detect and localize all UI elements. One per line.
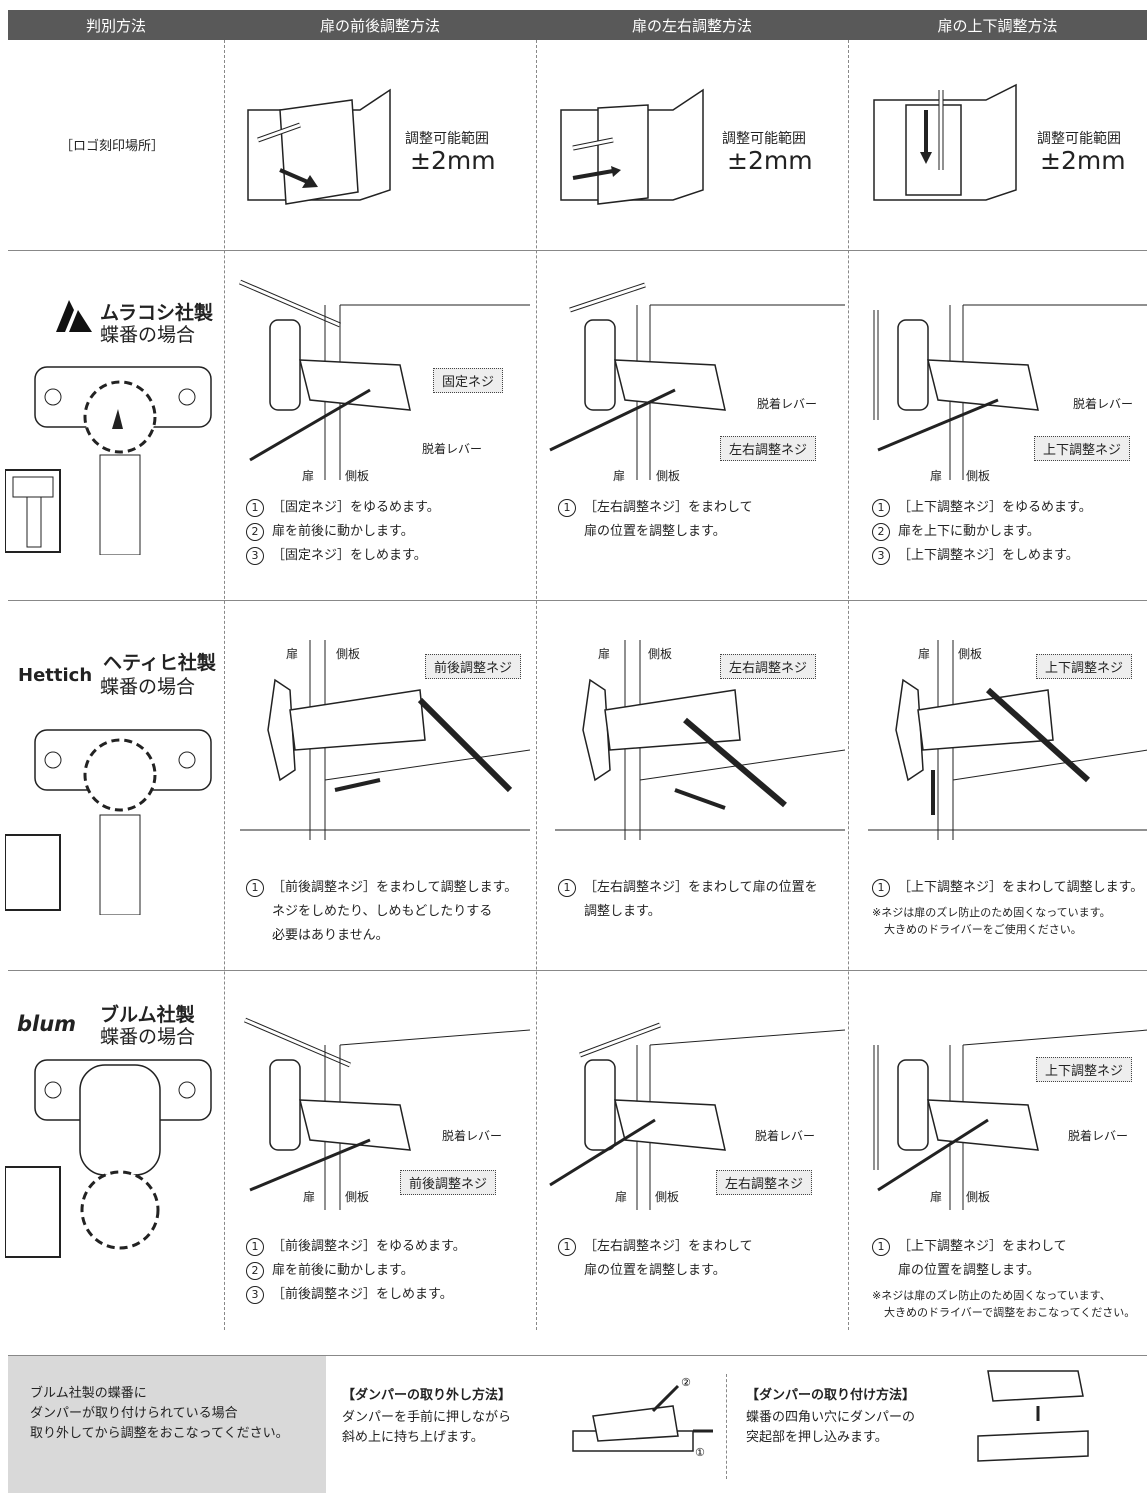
cabinet-front-back-diagram: [247, 88, 391, 205]
hettich-c2-steps: 1［左右調整ネジ］をまわして扉の位置を 調整します。: [558, 876, 818, 924]
blum-c2-door: 扉: [615, 1190, 628, 1204]
range-label-2: 調整可能範囲: [722, 131, 806, 147]
blum-c2-side: 側板: [655, 1190, 680, 1204]
damper-remove-diagram: ② ①: [572, 1376, 713, 1459]
logo-place-label: ［ロゴ刻印場所］: [60, 139, 165, 154]
header-front-back: 扉の前後調整方法: [319, 16, 440, 35]
attach-title: 【ダンパーの取り付け方法】: [746, 1388, 916, 1403]
range-value-2: ±2mm: [727, 146, 813, 175]
row-divider: [8, 970, 1147, 971]
hettich-c1-side: 側板: [336, 647, 361, 661]
blum-c3-screw-box: 上下調整ネジ: [1036, 1057, 1133, 1082]
hettich-c1-door: 扉: [286, 647, 299, 661]
hettich-c3-side: 側板: [958, 647, 983, 661]
damper-step-2: ②: [681, 1376, 691, 1389]
blum-c3-door: 扉: [930, 1190, 943, 1204]
range-label-1: 調整可能範囲: [405, 131, 489, 147]
muracoshi-sub: 蝶番の場合: [100, 324, 196, 346]
blum-c1-screw-box: 前後調整ネジ: [400, 1170, 497, 1195]
blum-c3-steps: 1［上下調整ネジ］をまわして 扉の位置を調整します。: [872, 1235, 1067, 1283]
muracoshi-c1-lever: 脱着レバー: [422, 442, 483, 456]
muracoshi-c2-screw-box: 左右調整ネジ: [720, 436, 817, 461]
muracoshi-c2-door: 扉: [613, 469, 626, 483]
damper-attach-diagram: [977, 1370, 1089, 1462]
col-divider: [224, 40, 225, 1330]
muracoshi-c3-screw-box: 上下調整ネジ: [1034, 436, 1131, 461]
blum-c1-side: 側板: [345, 1190, 370, 1204]
hettich-name: ヘティヒ社製: [103, 652, 216, 674]
row-divider: [8, 600, 1147, 601]
footer-divider: [726, 1374, 727, 1479]
damper-notice: ブルム社製の蝶番にダンパーが取り付けられている場合取り外してから調整をおこなって…: [8, 1356, 326, 1493]
muracoshi-name: ムラコシ社製: [100, 302, 214, 324]
blum-c2-screw-box: 左右調整ネジ: [716, 1170, 813, 1195]
blum-sub: 蝶番の場合: [100, 1026, 196, 1048]
blum-front-back-diagram: [244, 1017, 530, 1210]
blum-c3-side: 側板: [966, 1190, 991, 1204]
header-left-right: 扉の左右調整方法: [631, 16, 752, 35]
range-value-1: ±2mm: [410, 146, 496, 175]
row-divider: [8, 250, 1147, 251]
range-value-3: ±2mm: [1040, 146, 1126, 175]
muracoshi-c1-side: 側板: [345, 469, 370, 483]
header-bar: 判別方法 扉の前後調整方法 扉の左右調整方法 扉の上下調整方法: [8, 10, 1147, 40]
muracoshi-front-back-diagram: [239, 279, 530, 480]
muracoshi-c2-lever: 脱着レバー: [757, 397, 818, 411]
range-label-3: 調整可能範囲: [1037, 131, 1121, 147]
remove-text: ダンパーを手前に押しながら斜め上に持ち上げます。: [342, 1410, 512, 1445]
blum-left-right-diagram: [549, 1022, 845, 1210]
hettich-logo: Hettich: [18, 665, 93, 686]
hettich-c2-screw-box: 左右調整ネジ: [720, 654, 817, 679]
hettich-c3-screw-box: 上下調整ネジ: [1036, 654, 1133, 679]
muracoshi-c3-door: 扉: [930, 469, 943, 483]
hettich-left-right-diagram: [555, 640, 845, 840]
hettich-sub: 蝶番の場合: [100, 676, 196, 698]
header-up-down: 扉の上下調整方法: [937, 16, 1058, 35]
muracoshi-left-right-diagram: [549, 282, 845, 480]
muracoshi-hinge-cup-diagram: [5, 366, 212, 555]
muracoshi-c2-steps: 1［左右調整ネジ］をまわして 扉の位置を調整します。: [558, 496, 753, 544]
cabinet-up-down-diagram: [873, 83, 1017, 201]
damper-step-1: ①: [695, 1446, 705, 1459]
muracoshi-up-down-diagram: [873, 304, 1147, 480]
attach-text: 蝶番の四角い穴にダンパーの突起部を押し込みます。: [746, 1410, 916, 1445]
blum-c2-lever: 脱着レバー: [755, 1129, 816, 1143]
blum-logo: blum: [17, 1012, 77, 1036]
muracoshi-c1-screw-box: 固定ネジ: [433, 368, 504, 393]
damper-footer: ブルム社製の蝶番にダンパーが取り付けられている場合取り外してから調整をおこなって…: [8, 1355, 1147, 1493]
hettich-c2-door: 扉: [598, 647, 611, 661]
muracoshi-c3-side: 側板: [966, 469, 991, 483]
hettich-up-down-diagram: [868, 640, 1147, 840]
blum-c3-note: ※ネジは扉のズレ防止のため固くなっています、大きめのドライバーで調整をおこなって…: [872, 1289, 1136, 1319]
blum-c1-door: 扉: [303, 1190, 316, 1204]
blum-c2-steps: 1［左右調整ネジ］をまわして 扉の位置を調整します。: [558, 1235, 753, 1283]
muracoshi-c3-lever: 脱着レバー: [1073, 397, 1134, 411]
header-method: 判別方法: [85, 16, 146, 35]
muracoshi-c2-side: 側板: [656, 469, 681, 483]
blum-up-down-diagram: [873, 1029, 1147, 1210]
hettich-c3-note: ※ネジは扉のズレ防止のため固くなっています。大きめのドライバーをご使用ください。: [872, 906, 1111, 936]
hettich-front-back-diagram: [240, 640, 530, 840]
blum-name: ブルム社製: [100, 1004, 195, 1026]
blum-hinge-cup-diagram: [5, 1059, 212, 1258]
blum-c1-lever: 脱着レバー: [442, 1129, 503, 1143]
muracoshi-c1-door: 扉: [302, 469, 315, 483]
hettich-c2-side: 側板: [648, 647, 673, 661]
col-divider: [536, 40, 537, 1330]
blum-c3-lever: 脱着レバー: [1068, 1129, 1129, 1143]
cabinet-left-right-diagram: [560, 88, 704, 205]
hettich-c1-steps: 1［前後調整ネジ］をまわして調整します。 ネジをしめたり、しめもどしたりする 必…: [246, 876, 517, 948]
muracoshi-logo-icon: [56, 300, 92, 332]
hettich-c1-screw-box: 前後調整ネジ: [425, 654, 522, 679]
hettich-c3-steps: 1［上下調整ネジ］をまわして調整します。: [872, 876, 1143, 900]
col-divider: [848, 40, 849, 1330]
hettich-c3-door: 扉: [918, 647, 931, 661]
remove-title: 【ダンパーの取り外し方法】: [342, 1388, 512, 1403]
hettich-hinge-cup-diagram: [5, 729, 212, 915]
